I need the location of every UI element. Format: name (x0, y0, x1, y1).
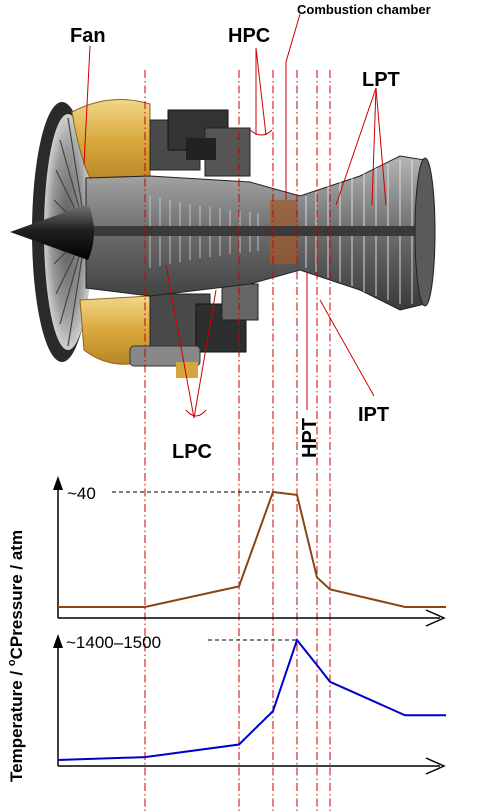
component-leaders (83, 13, 387, 419)
temperature-label-sup: o (6, 659, 18, 666)
label-fan: Fan (70, 25, 106, 47)
pressure-series-line (58, 490, 446, 608)
exhaust-nozzle (414, 157, 436, 307)
label-lpt: LPT (362, 69, 400, 91)
lower-accessories (129, 283, 259, 378)
label-combustion-chamber: Combustion chamber (297, 2, 431, 17)
label-ipt: IPT (358, 404, 389, 426)
temperature-chart: ~1400–1500 (53, 633, 446, 775)
temperature-series-line (57, 637, 446, 761)
temperature-label-suffix: C (7, 647, 26, 659)
pressure-label: Pressure / atm (7, 530, 26, 647)
temperature-x-arrow (425, 757, 446, 775)
pressure-peak-value: ~40 (67, 484, 96, 503)
y-axis-title: Temperature / oCPressure / atm (6, 530, 26, 782)
label-hpt: HPT (299, 418, 321, 458)
label-hpc: HPC (228, 25, 270, 47)
engine-illustration (10, 99, 436, 378)
upper-accessories (149, 109, 251, 177)
main-shaft (86, 226, 426, 236)
pressure-chart: ~40 (53, 476, 446, 627)
temperature-y-arrow (53, 634, 63, 648)
pressure-x-arrow (425, 609, 446, 627)
temperature-peak-value: ~1400–1500 (66, 633, 161, 652)
pressure-y-arrow (53, 476, 63, 490)
label-lpc: LPC (172, 441, 212, 463)
spinner-cone (10, 204, 94, 260)
temperature-label-prefix: Temperature / (7, 666, 26, 782)
